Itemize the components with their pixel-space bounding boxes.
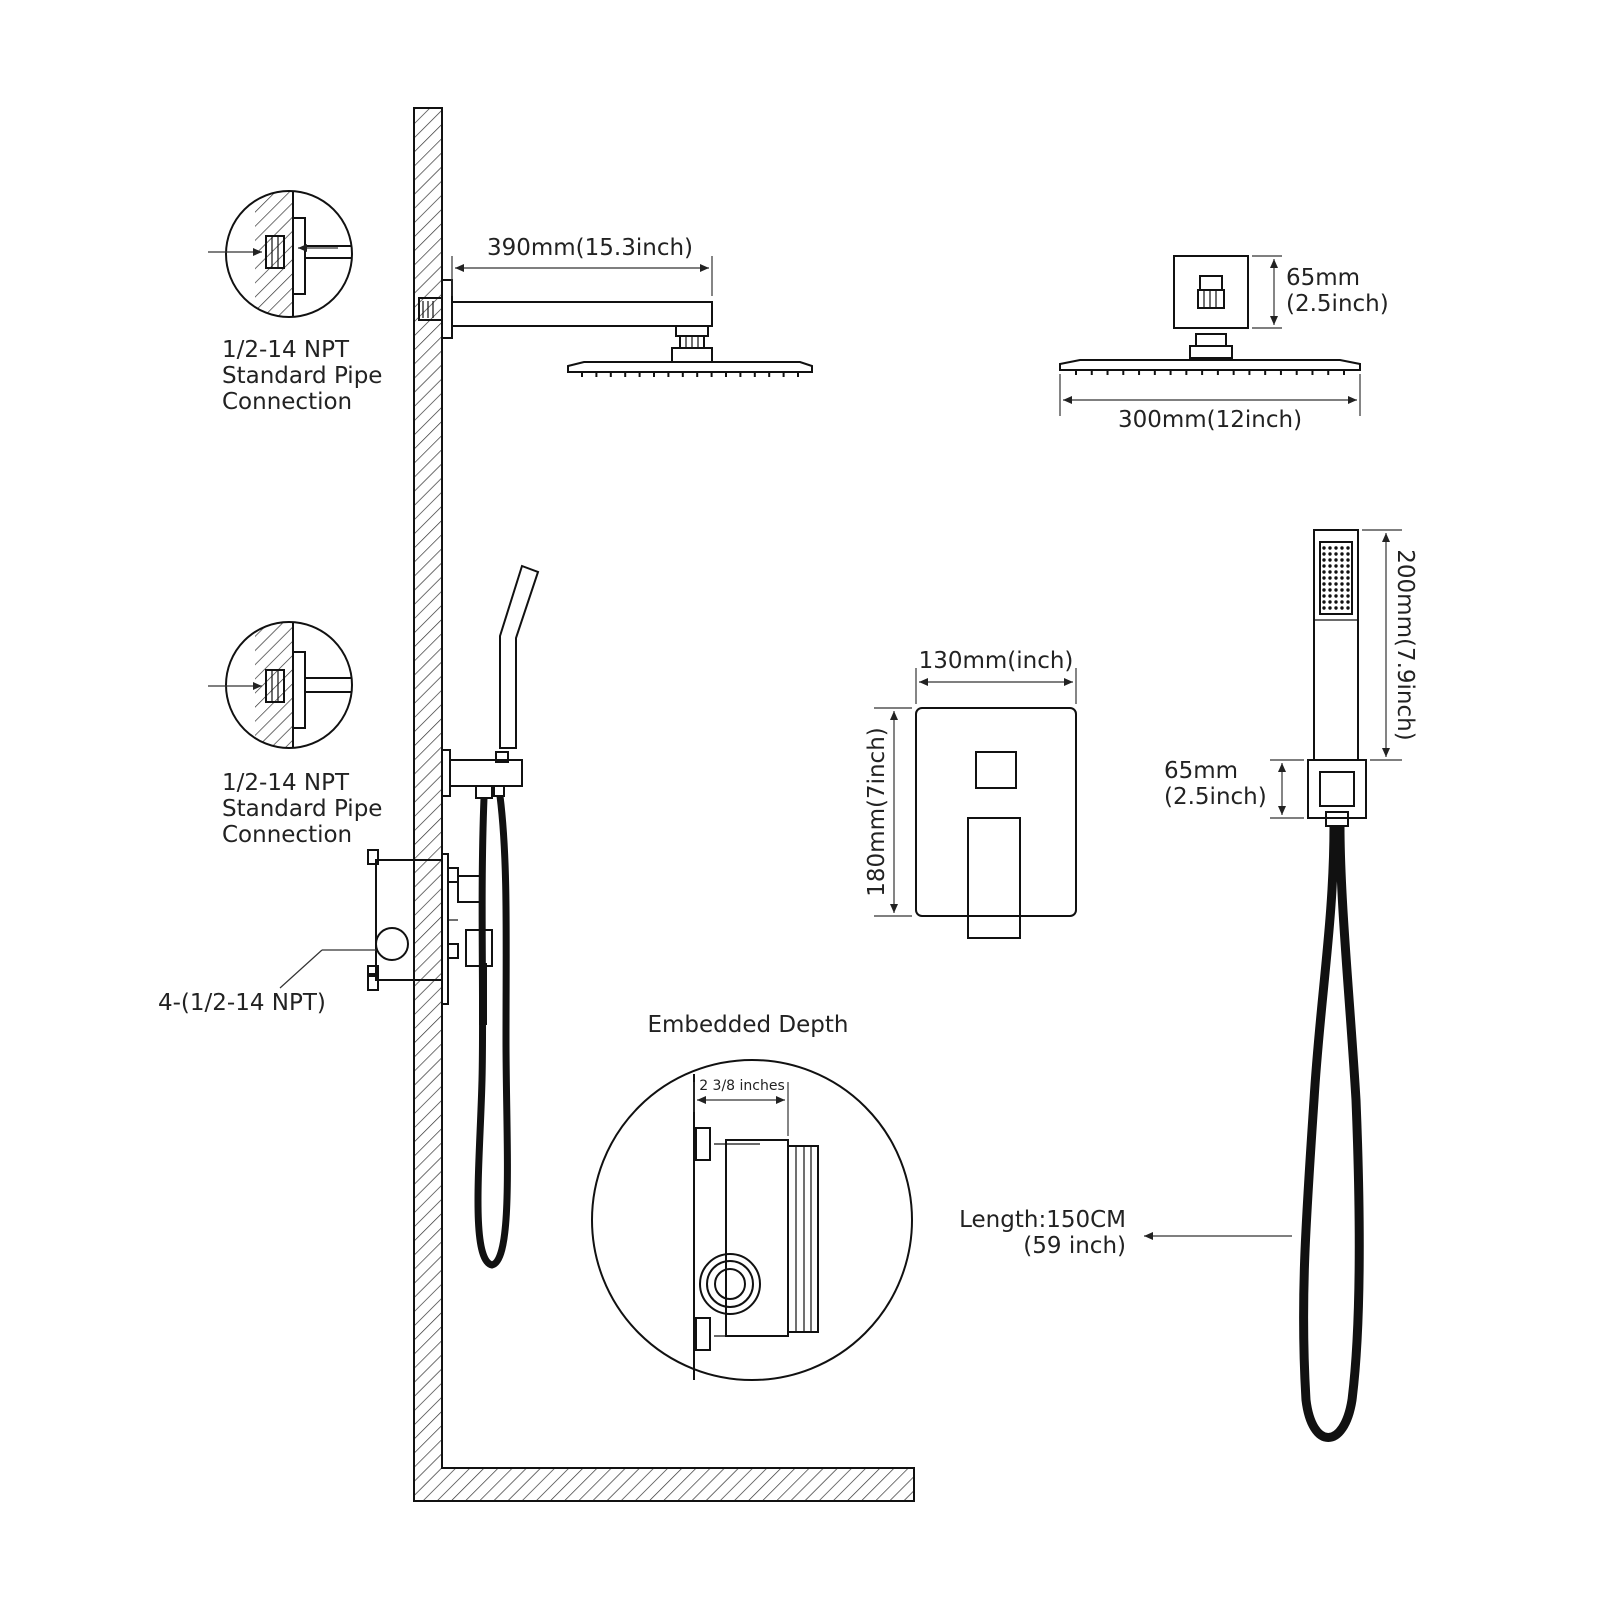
spray-hole [1340, 558, 1344, 562]
spray-hole [1346, 588, 1350, 592]
spray-hole [1334, 600, 1338, 604]
valve-ports-label: 4-(1/2-14 NPT) [158, 990, 326, 1016]
spray-hole [1334, 576, 1338, 580]
spray-hole [1340, 600, 1344, 604]
spray-hole [1328, 570, 1332, 574]
spray-hole [1328, 588, 1332, 592]
spray-hole [1346, 600, 1350, 604]
spray-hole [1328, 600, 1332, 604]
hose-length-line1: Length:150CM [959, 1207, 1126, 1233]
spray-hole [1328, 558, 1332, 562]
spray-hole [1346, 552, 1350, 556]
nozzle-row [1075, 370, 1345, 375]
spray-hole [1334, 564, 1338, 568]
spray-hole [1322, 546, 1326, 550]
spray-hole [1334, 582, 1338, 586]
nozzle-row [581, 372, 799, 377]
spray-hole [1346, 582, 1350, 586]
valve-trim-plate [915, 707, 1077, 939]
spray-hole [1328, 564, 1332, 568]
spray-hole [1328, 606, 1332, 610]
arm-length-dimension: 390mm(15.3inch) [451, 235, 713, 296]
spray-hole [1322, 594, 1326, 598]
spray-hole [1346, 564, 1350, 568]
rain-shower-head-front [1059, 255, 1361, 375]
spray-hole [1340, 552, 1344, 556]
shower-arm [418, 279, 713, 339]
spray-hole [1322, 570, 1326, 574]
npt-top-line2: Standard Pipe [222, 363, 382, 389]
spray-hole [1334, 570, 1338, 574]
hand-shower-side [441, 564, 540, 1269]
npt-top-line3: Connection [222, 389, 352, 415]
spray-hole [1328, 546, 1332, 550]
hose-length-callout: Length:150CM (59 inch) [959, 1207, 1292, 1259]
hand-shower-front [1299, 529, 1367, 1442]
valve-ports-callout: 4-(1/2-14 NPT) [158, 949, 376, 1016]
spray-hole [1328, 552, 1332, 556]
spray-hole [1346, 558, 1350, 562]
spray-hole [1334, 552, 1338, 556]
holder-height-line1: 65mm [1164, 758, 1238, 784]
spray-hole [1322, 606, 1326, 610]
spray-hole [1346, 594, 1350, 598]
npt-mid-line2: Standard Pipe [222, 796, 382, 822]
spray-hole [1334, 588, 1338, 592]
head-height-line1: 65mm [1286, 265, 1360, 291]
spray-hole [1340, 570, 1344, 574]
spray-hole [1346, 546, 1350, 550]
wall-section [413, 107, 915, 1502]
spray-hole [1346, 606, 1350, 610]
spray-hole [1340, 588, 1344, 592]
head-width-dimension: 300mm(12inch) [1059, 374, 1361, 433]
embedded-depth-detail: Embedded Depth 2 3/8 inches [591, 1012, 913, 1381]
embedded-depth-title: Embedded Depth [647, 1012, 848, 1038]
valve-body [367, 849, 493, 1025]
rain-shower-head-side [567, 325, 813, 377]
arm-length-label: 390mm(15.3inch) [487, 235, 693, 261]
spray-hole [1328, 594, 1332, 598]
holder-height-line2: (2.5inch) [1164, 784, 1267, 810]
spray-hole [1334, 606, 1338, 610]
trim-width-label: 130mm(inch) [919, 648, 1074, 674]
hose-length-line2: (59 inch) [1023, 1233, 1126, 1259]
holder-height-dimension: 65mm (2.5inch) [1164, 758, 1304, 819]
spray-hole [1328, 576, 1332, 580]
spray-hole [1322, 552, 1326, 556]
spray-hole [1334, 594, 1338, 598]
head-width-label: 300mm(12inch) [1118, 407, 1302, 433]
spray-hole [1334, 558, 1338, 562]
spray-hole [1322, 588, 1326, 592]
spray-hole [1340, 564, 1344, 568]
trim-height-dimension: 180mm(7inch) [864, 707, 912, 917]
spray-hole [1322, 600, 1326, 604]
spray-face [1322, 546, 1350, 610]
head-height-dimension: 65mm (2.5inch) [1252, 255, 1389, 329]
spray-hole [1334, 546, 1338, 550]
handheld-length-dimension: 200mm(7.9inch) [1362, 529, 1418, 761]
spray-hole [1328, 582, 1332, 586]
spray-hole [1322, 564, 1326, 568]
spray-hole [1340, 582, 1344, 586]
trim-height-label: 180mm(7inch) [864, 727, 890, 896]
spray-hole [1340, 606, 1344, 610]
spray-hole [1340, 594, 1344, 598]
spray-hole [1340, 576, 1344, 580]
spray-hole [1340, 546, 1344, 550]
embedded-depth-label: 2 3/8 inches [699, 1078, 785, 1094]
pipe-connection-detail-top: 1/2-14 NPT Standard Pipe Connection [208, 190, 382, 415]
npt-top-line1: 1/2-14 NPT [222, 337, 350, 363]
head-height-line2: (2.5inch) [1286, 291, 1389, 317]
trim-width-dimension: 130mm(inch) [915, 648, 1077, 704]
pipe-connection-detail-middle: 1/2-14 NPT Standard Pipe Connection [208, 621, 382, 848]
npt-mid-line3: Connection [222, 822, 352, 848]
spray-hole [1322, 582, 1326, 586]
handheld-length-label: 200mm(7.9inch) [1392, 549, 1418, 740]
spray-hole [1322, 558, 1326, 562]
spray-hole [1322, 576, 1326, 580]
spray-hole [1346, 570, 1350, 574]
npt-mid-line1: 1/2-14 NPT [222, 770, 350, 796]
spray-hole [1346, 576, 1350, 580]
